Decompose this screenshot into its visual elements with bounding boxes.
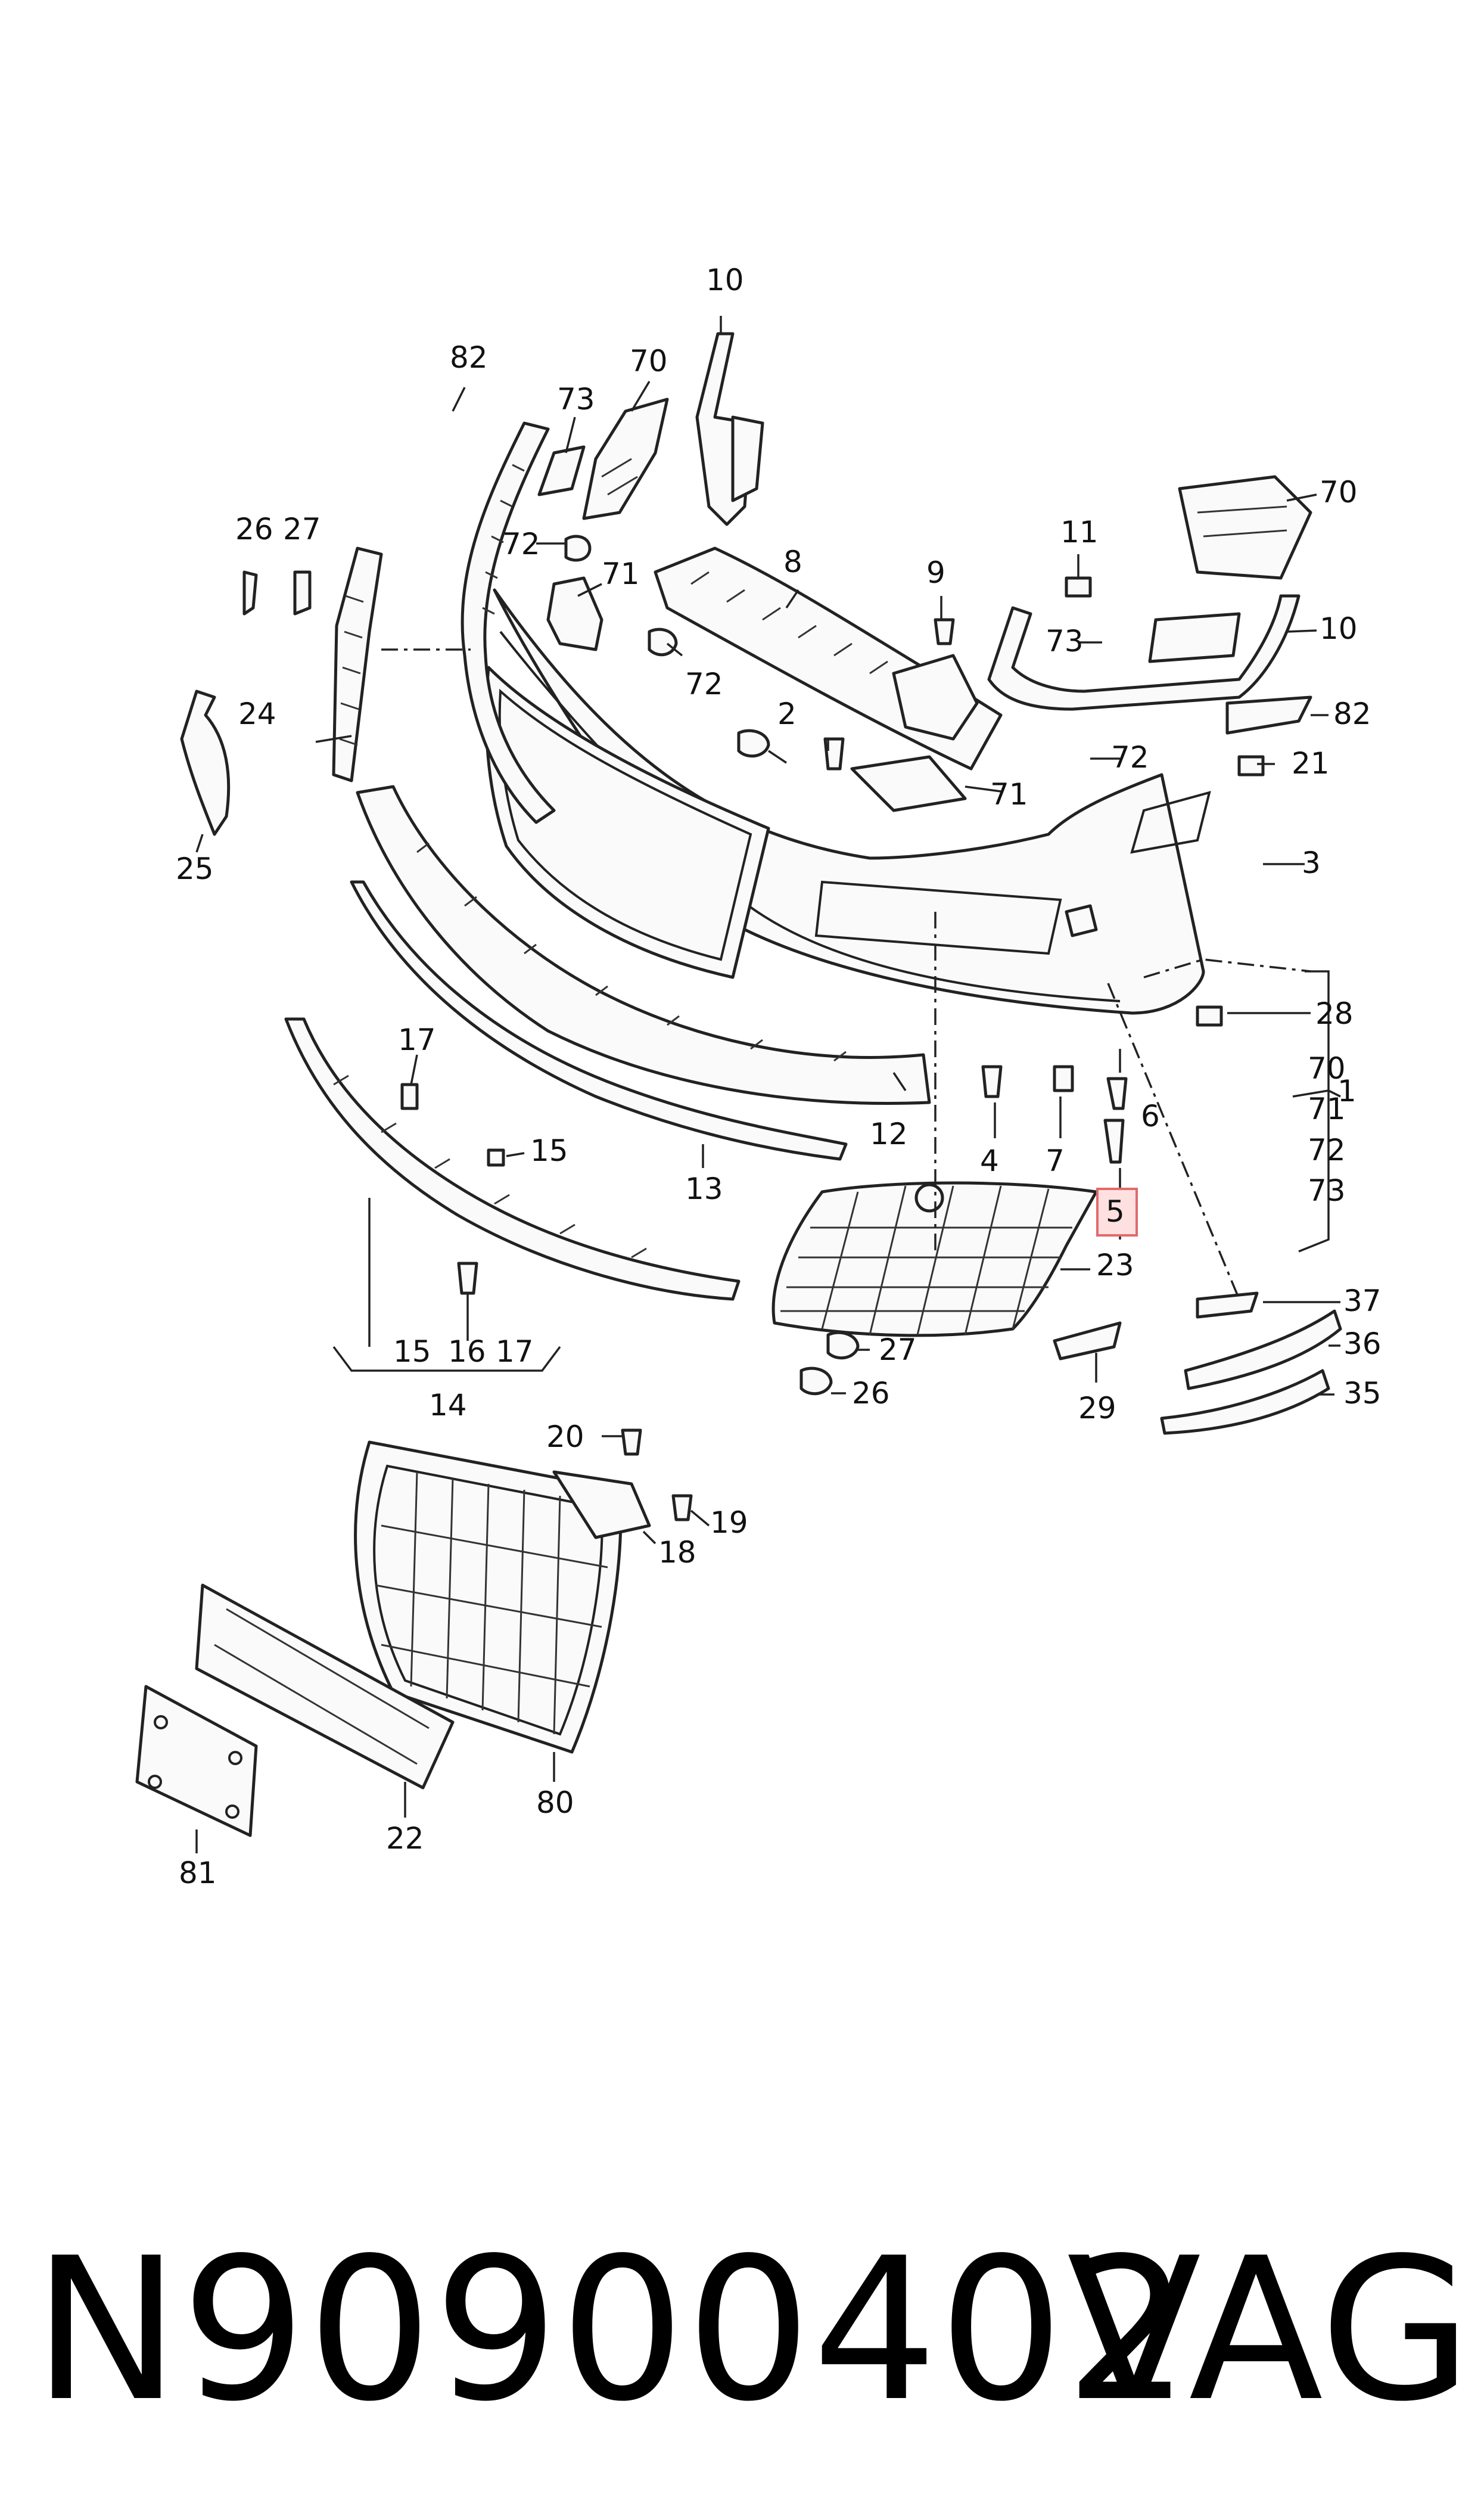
callout-label[interactable]: 70 [630, 344, 668, 378]
callout-label[interactable]: 27 [283, 512, 321, 546]
part-number: N90900402 [33, 2216, 1191, 2445]
lower-trim-13-part [350, 880, 848, 1161]
bracket-10-part [695, 332, 764, 526]
bracket-18-part [552, 1428, 693, 1539]
license-plate-81-part [135, 1685, 258, 1837]
callout-label[interactable]: 82 [450, 340, 488, 375]
callout-labels: 10 82 70 73 72 71 8 9 11 70 73 10 26 27 … [176, 263, 1382, 1890]
small-brackets-part [537, 445, 770, 758]
callout-label[interactable]: 35 [1343, 1376, 1382, 1411]
fog-trim-35-37-part [1160, 1291, 1342, 1435]
callout-label[interactable]: 7 [1046, 1144, 1065, 1178]
side-guide-part-left [461, 421, 556, 824]
callout-label[interactable]: 8 [783, 545, 802, 579]
callout-label[interactable]: 27 [879, 1333, 917, 1367]
callout-label[interactable]: 26 [852, 1376, 890, 1411]
callout-label[interactable]: 5 [1106, 1194, 1125, 1229]
bumper-cover-part [484, 588, 1211, 1015]
lower-spoiler-12-part [356, 785, 931, 1105]
bracket-70-part [582, 397, 669, 520]
callout-label[interactable]: 70 [1308, 1051, 1346, 1086]
callout-label[interactable]: 22 [386, 1821, 424, 1856]
callout-label[interactable]: 29 [1078, 1391, 1116, 1425]
plate-bracket-22-part [195, 1583, 455, 1790]
callout-label[interactable]: 81 [179, 1856, 217, 1890]
callout-label[interactable]: 4 [980, 1144, 999, 1178]
callout-label[interactable]: 3 [1302, 846, 1321, 880]
callout-label[interactable]: 73 [1308, 1173, 1346, 1208]
bracket-24-part [180, 546, 383, 836]
callout-label[interactable]: 10 [1320, 611, 1358, 646]
callout-label[interactable]: 12 [870, 1117, 908, 1151]
lower-valance-14-part [284, 1017, 741, 1301]
callout-label[interactable]: 80 [536, 1785, 574, 1820]
callout-label[interactable]: 6 [1141, 1099, 1160, 1133]
callout-label[interactable]: 18 [658, 1535, 696, 1570]
impact-absorber-part [654, 546, 1003, 771]
highlight-box [1096, 1188, 1138, 1237]
callout-label[interactable]: 73 [557, 382, 595, 417]
right-brackets-part [850, 475, 1312, 812]
callout-label[interactable]: 15 [530, 1133, 568, 1168]
callout-label[interactable]: 13 [685, 1172, 723, 1206]
callout-label[interactable]: 20 [546, 1420, 584, 1454]
callout-label[interactable]: 37 [1343, 1284, 1382, 1318]
brand-name: VAG [1066, 2216, 1472, 2445]
callout-label[interactable]: 1 [1337, 1074, 1357, 1108]
callout-label[interactable]: 17 [398, 1023, 436, 1057]
leader-lines [195, 316, 1341, 1853]
callout-label[interactable]: 72 [502, 527, 540, 561]
callout-label[interactable]: 72 [685, 667, 723, 701]
callout-label[interactable]: 11 [1060, 515, 1099, 549]
grille-23-part [771, 1181, 1098, 1337]
callout-label[interactable]: 71 [602, 557, 640, 591]
callout-label[interactable]: 15 [393, 1334, 431, 1369]
callout-label[interactable]: 73 [1046, 624, 1084, 659]
callout-label[interactable]: 24 [238, 697, 276, 731]
callout-label[interactable]: 26 [235, 512, 273, 546]
callout-label[interactable]: 71 [1308, 1092, 1346, 1126]
callout-label[interactable]: 72 [1111, 740, 1149, 775]
callout-label[interactable]: 16 [448, 1334, 486, 1369]
callout-label[interactable]: 25 [176, 852, 214, 886]
callout-label[interactable]: 9 [926, 555, 945, 590]
callout-label[interactable]: 21 [1292, 746, 1330, 781]
callout-label[interactable]: 17 [496, 1334, 534, 1369]
callout-label[interactable]: 14 [429, 1388, 467, 1422]
grille-frame-80-part [354, 1440, 623, 1754]
callout-label[interactable]: 36 [1343, 1327, 1382, 1361]
callout-label[interactable]: 23 [1096, 1248, 1134, 1282]
callout-label[interactable]: 2 [777, 697, 797, 731]
fasteners-part [457, 576, 1312, 1396]
callout-label[interactable]: 82 [1333, 697, 1371, 731]
footer: N90900402 VAG [0, 2205, 1484, 2455]
callout-label[interactable]: 19 [710, 1505, 748, 1540]
callout-label[interactable]: 71 [990, 777, 1028, 812]
callout-label[interactable]: 72 [1308, 1133, 1346, 1167]
callout-label[interactable]: 28 [1315, 996, 1354, 1031]
callout-label[interactable]: 10 [706, 263, 744, 297]
callout-label[interactable]: 70 [1320, 475, 1358, 510]
